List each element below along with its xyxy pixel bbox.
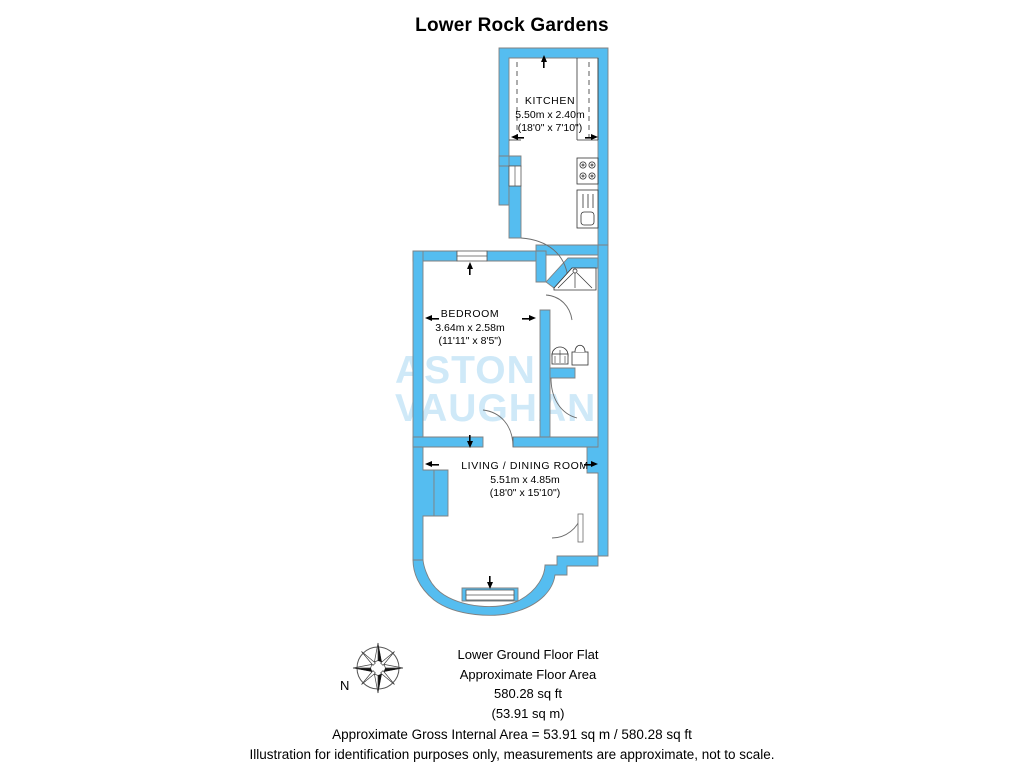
arrow-bedroom-left: [425, 315, 432, 321]
area-line-2: Approximate Floor Area: [459, 666, 597, 682]
hob-icon: [576, 157, 599, 185]
kitchen-imperial: (18'0" x 7'10"): [517, 122, 583, 134]
wall-bedroom-right: [535, 250, 547, 283]
area-line-3: 580.28 sq ft: [494, 686, 562, 701]
compass-north-label: N: [340, 678, 349, 693]
arrow-bedroom-v: [467, 262, 473, 269]
wall-kitchen-left-lower: [508, 185, 522, 239]
kitchen-metric: 5.50m x 2.40m: [515, 108, 585, 121]
arrow-bedroom-bottom: [467, 441, 473, 448]
dimension-arrows: [425, 55, 598, 589]
room-label-kitchen: KITCHEN 5.50m x 2.40m (18'0" x 7'10"): [470, 95, 630, 136]
arrow-kitchen-v: [541, 55, 547, 62]
wall-left-main: [412, 250, 437, 561]
page-title: Lower Rock Gardens: [415, 14, 609, 36]
kitchen-fittings: [509, 58, 599, 229]
room-label-living: LIVING / DINING ROOM 5.51m x 4.85m (18'0…: [425, 460, 625, 501]
wall-kitchen-step: [498, 155, 510, 167]
living-imperial: (18'0" x 15'10"): [489, 487, 561, 499]
door-living: [551, 515, 582, 539]
room-label-bedroom: BEDROOM 3.64m x 2.58m (11'11" x 8'5"): [390, 308, 550, 349]
arrow-kitchen-h-left: [511, 134, 518, 140]
door-kitchen: [520, 237, 569, 279]
wall-bathroom-lower: [549, 367, 576, 379]
footer-line-2: Illustration for identification purposes…: [249, 747, 775, 762]
doors: [482, 237, 584, 543]
toilet-icon: [551, 346, 569, 365]
door-hall-upper: [545, 294, 573, 321]
arrow-living-right: [591, 461, 598, 467]
wall-right-main: [586, 244, 609, 557]
bathroom-fittings: [551, 267, 597, 366]
wall-bay-window: [412, 555, 599, 616]
area-line-4: (53.91 sq m): [491, 705, 565, 721]
door-bathroom: [550, 377, 578, 419]
living-name: LIVING / DINING ROOM: [461, 460, 589, 472]
bedroom-name: BEDROOM: [440, 308, 500, 320]
wall-bedroom-divider: [412, 436, 484, 448]
wall-bedroom-divider-right: [512, 436, 599, 448]
bedroom-imperial: (11'11" x 8'5"): [438, 335, 502, 347]
wall-bedroom-top-right: [486, 250, 537, 262]
bedroom-metric: 3.64m x 2.58m: [435, 321, 505, 334]
door-bedroom: [482, 409, 514, 448]
arrow-kitchen-h-right: [591, 134, 598, 140]
floor-area-block: Lower Ground Floor Flat Approximate Floo…: [408, 645, 648, 723]
area-line-1: Lower Ground Floor Flat: [457, 647, 599, 662]
arrow-bedroom-right: [529, 315, 536, 321]
kitchen-name: KITCHEN: [524, 95, 576, 107]
wall-living-chimney-left: [433, 469, 449, 517]
living-metric: 5.51m x 4.85m: [490, 473, 560, 486]
footer-disclaimer: Approximate Gross Internal Area = 53.91 …: [0, 725, 1024, 765]
compass-rose-icon: N: [340, 642, 404, 694]
wall-bedroom-right-lower: [539, 309, 551, 438]
basin-icon: [571, 344, 589, 366]
footer-line-1: Approximate Gross Internal Area = 53.91 …: [332, 727, 692, 742]
window-openings: [456, 165, 522, 601]
arrow-bay-v: [487, 582, 493, 589]
arrow-living-left: [425, 461, 432, 467]
